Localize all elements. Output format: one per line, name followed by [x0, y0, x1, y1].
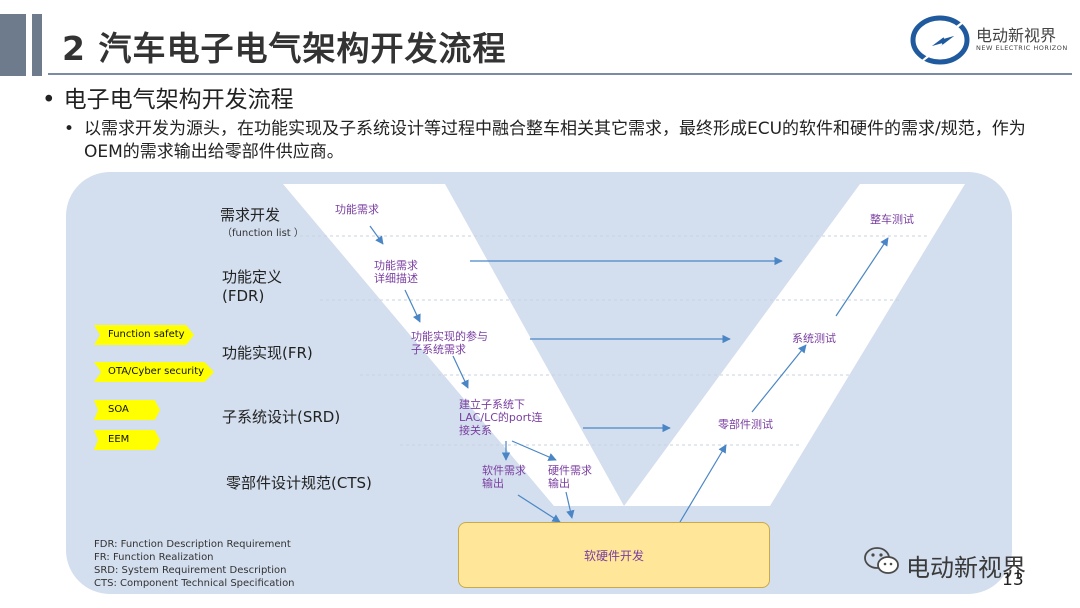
software-hardware-dev-label: 软硬件开发: [583, 548, 644, 563]
wechat-icon: [864, 547, 899, 574]
page-title: 2 汽车电子电气架构开发流程: [62, 29, 507, 68]
logo-subtext: NEW ELECTRIC HORIZON: [976, 44, 1068, 52]
stage-label-subsystem-design: 子系统设计(SRD): [222, 408, 341, 426]
definition-srd: SRD: System Requirement Description: [94, 565, 287, 576]
header-divider: [48, 73, 1072, 75]
right-chain-arrows: [679, 237, 889, 523]
step-requirement-detail: 功能需求 详细描述: [374, 259, 418, 285]
bullet-level2: • 以需求开发为源头，在功能实现及子系统设计等过程中融合整车相关其它需求，最终形成…: [64, 118, 1064, 164]
tag-ota-cyber-security: OTA/Cyber security: [94, 362, 214, 382]
watermark-text: 电动新视界: [906, 554, 1026, 582]
step-function-requirement: 功能需求: [335, 203, 379, 216]
stage-label-requirements: 需求开发: [220, 206, 281, 224]
stage-label-function-realization: 功能实现(FR): [222, 344, 313, 362]
left-chain-arrows: [369, 225, 575, 523]
tag-soa: SOA: [94, 400, 160, 420]
v-right-band: [624, 184, 965, 506]
row-dividers: [300, 235, 930, 446]
definitions-list: FDR: Function Description Requirement FR…: [94, 538, 295, 590]
bullet-dot-icon: •: [42, 87, 56, 113]
stage-sublabel-function-list: （function list ）: [222, 228, 304, 239]
v-left-band: [283, 184, 624, 506]
logo-text: 电动新视界: [976, 26, 1057, 45]
software-hardware-dev-box: 软硬件开发: [458, 522, 770, 588]
step-subsystem-requirement: 功能实现的参与 子系统需求: [411, 330, 488, 356]
step-hardware-requirement: 硬件需求 输出: [548, 464, 592, 490]
bullet-level2-text: 以需求开发为源头，在功能实现及子系统设计等过程中融合整车相关其它需求，最终形成E…: [84, 119, 1026, 162]
step-vehicle-test: 整车测试: [870, 213, 914, 226]
step-component-test: 零部件测试: [718, 418, 773, 431]
stage-sublabel-fdr: (FDR): [222, 287, 265, 305]
tag-function-safety: Function safety: [94, 325, 194, 345]
stage-label-function-definition: 功能定义: [222, 268, 283, 286]
bullet-level1: • 电子电气架构开发流程: [42, 80, 294, 114]
page-number: 13: [1002, 570, 1024, 590]
logo-icon: [910, 11, 977, 67]
definition-cts: CTS: Component Technical Specification: [94, 578, 295, 589]
stage-label-component-spec: 零部件设计规范(CTS): [226, 474, 372, 492]
bullet-dot-icon: •: [64, 119, 75, 139]
step-port-connection: 建立子系统下 LAC/LC的port连 接关系: [459, 398, 543, 437]
header-accent-bar: [0, 14, 26, 76]
step-system-test: 系统测试: [792, 332, 836, 345]
bullet-level1-text: 电子电气架构开发流程: [63, 87, 294, 113]
header-accent-bar-thin: [32, 14, 42, 76]
horizontal-arrows: [470, 256, 783, 433]
tag-eem: EEM: [94, 430, 160, 450]
step-software-requirement: 软件需求 输出: [482, 464, 526, 490]
definition-fdr: FDR: Function Description Requirement: [94, 539, 291, 550]
definition-fr: FR: Function Realization: [94, 552, 214, 563]
